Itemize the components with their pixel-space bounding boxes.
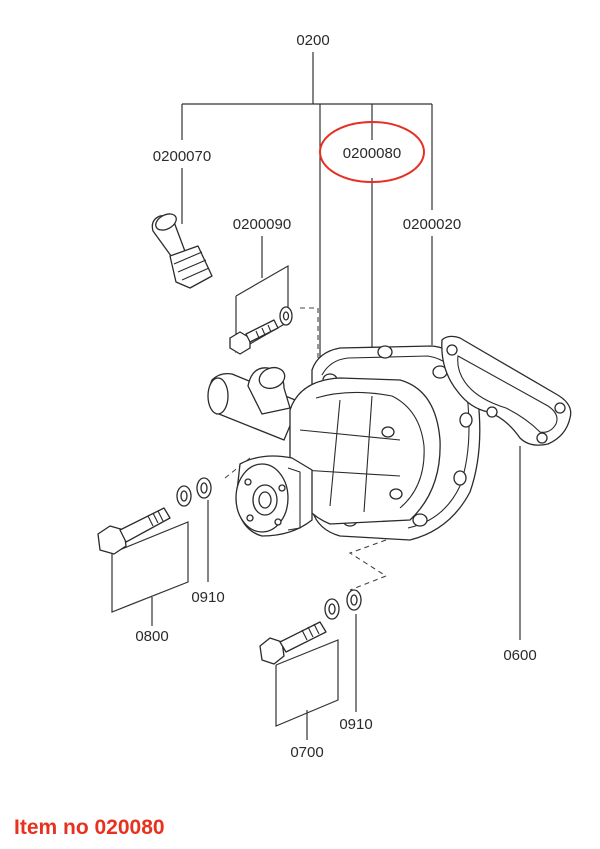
item-number-caption: Item no 020080 — [14, 816, 165, 839]
washer-bottom-part — [324, 589, 362, 620]
medium-bolt-part — [259, 621, 327, 665]
label-0200070: 0200070 — [153, 148, 211, 165]
label-0910-left: 0910 — [191, 589, 224, 606]
label-0910-bottom: 0910 — [339, 716, 372, 733]
label-0600: 0600 — [503, 647, 536, 664]
small-bolt-part — [229, 306, 293, 355]
label-0200090: 0200090 — [233, 216, 291, 233]
water-pump-body — [207, 345, 481, 541]
nipple-fitting-part — [151, 213, 213, 289]
label-0800: 0800 — [135, 628, 168, 645]
label-0200020: 0200020 — [403, 216, 461, 233]
label-0700: 0700 — [290, 744, 323, 761]
label-0200080: 0200080 — [343, 145, 401, 162]
label-0200: 0200 — [296, 32, 329, 49]
washer-left-part — [176, 477, 212, 507]
long-bolt-part — [97, 507, 171, 555]
gasket-part — [441, 335, 572, 446]
highlight-ellipse — [319, 121, 425, 183]
